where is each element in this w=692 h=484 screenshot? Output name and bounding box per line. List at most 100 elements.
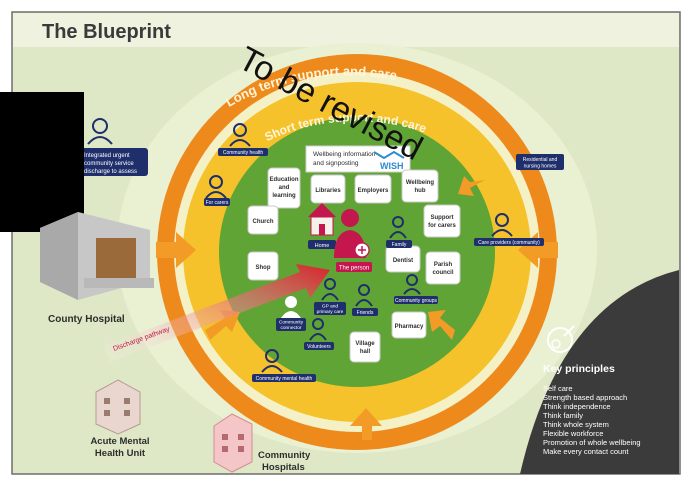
svg-text:For carers: For carers <box>206 200 229 206</box>
svg-text:Care providers (community): Care providers (community) <box>478 240 540 246</box>
svg-text:learning: learning <box>272 193 296 199</box>
care-providers-icon <box>495 213 509 227</box>
home-label: Home <box>315 243 330 249</box>
svg-text:Community mental health: Community mental health <box>256 376 313 382</box>
wish-logo: WISH <box>380 161 404 171</box>
integrated-urgent-icon <box>92 118 108 134</box>
badge-friends: Friends <box>352 284 378 316</box>
gp-icon <box>324 278 336 290</box>
svg-text:Hospitals: Hospitals <box>262 462 305 473</box>
redaction-box <box>0 92 84 232</box>
svg-text:Acute Mental: Acute Mental <box>90 436 149 447</box>
key-icon <box>547 327 573 353</box>
badge-residential: Residential and nursing homes <box>516 154 564 170</box>
svg-text:and: and <box>279 185 290 191</box>
svg-text:Education: Education <box>269 177 298 183</box>
badge-for-carers: For carers <box>204 175 230 206</box>
box-dentist: Dentist <box>385 245 421 273</box>
box-libraries: Libraries <box>310 174 346 204</box>
badge-community-connector: Community connector <box>276 296 306 331</box>
svg-text:Wellbeing: Wellbeing <box>406 180 435 186</box>
svg-text:Integrated urgent: Integrated urgent <box>84 153 130 159</box>
community-boxes: Education and learning Libraries Employe… <box>247 167 461 363</box>
svg-text:council: council <box>432 270 453 276</box>
volunteers-icon <box>312 318 324 330</box>
acute-building-icon <box>95 379 141 435</box>
friends-icon <box>358 284 370 296</box>
svg-text:Flexible workforce: Flexible workforce <box>543 429 603 438</box>
key-principles-panel: Key principles Self care Strength based … <box>520 270 679 474</box>
badge-gp: GP and primary care <box>314 278 346 315</box>
badge-volunteers: Volunteers <box>304 318 334 350</box>
arrow-bottom-left <box>205 310 240 340</box>
svg-text:hub: hub <box>415 188 426 194</box>
person-group: The person <box>334 209 372 272</box>
badge-community-mental-health: Community mental health <box>252 349 316 382</box>
mental-health-icon <box>265 349 279 363</box>
svg-text:Self care: Self care <box>543 384 573 393</box>
svg-text:Pharmacy: Pharmacy <box>395 324 424 330</box>
badge-community-groups: Community groups <box>394 274 438 304</box>
box-wellbeing-hub: Wellbeing hub <box>401 169 439 203</box>
discharge-arrow <box>104 264 330 362</box>
badge-family: Family <box>386 216 412 248</box>
badge-care-providers: Care providers (community) <box>474 213 544 246</box>
key-principles-title: Key principles <box>543 363 615 375</box>
svg-text:Think independence: Think independence <box>543 402 611 411</box>
county-hospital: County Hospital <box>40 212 154 325</box>
svg-text:Church: Church <box>253 219 274 225</box>
svg-text:Make every contact count: Make every contact count <box>543 447 629 456</box>
svg-text:Strength based approach: Strength based approach <box>543 393 627 402</box>
badge-community-health: Community health <box>218 123 268 156</box>
svg-text:Community health: Community health <box>223 150 264 156</box>
svg-text:Community: Community <box>258 450 311 461</box>
arrow-left <box>156 232 196 268</box>
svg-text:Health Unit: Health Unit <box>95 448 146 459</box>
svg-text:Family: Family <box>392 242 407 248</box>
wish-panel <box>305 145 411 173</box>
svg-text:Village: Village <box>355 341 375 347</box>
svg-text:Residential and: Residential and <box>523 157 558 163</box>
svg-text:Libraries: Libraries <box>315 188 341 194</box>
connector-icon <box>285 296 297 308</box>
wish-text-2: and signposting <box>313 160 359 167</box>
person-label: The person <box>339 266 369 272</box>
box-village-hall: Village hall <box>349 331 381 363</box>
box-pharmacy: Pharmacy <box>391 311 427 339</box>
wish-box: Wellbeing information and signposting WI… <box>305 145 411 173</box>
svg-text:Shop: Shop <box>256 265 271 271</box>
title-bar <box>13 13 679 47</box>
svg-text:nursing homes: nursing homes <box>524 164 557 170</box>
svg-text:Dentist: Dentist <box>393 258 413 264</box>
svg-text:hall: hall <box>360 349 371 355</box>
svg-text:Think family: Think family <box>543 411 583 420</box>
svg-text:Volunteers: Volunteers <box>307 344 331 350</box>
acute-mental-health-unit: Acute Mental Health Unit <box>90 379 150 459</box>
family-icon <box>392 216 404 228</box>
community-hospitals: Community Hospitals <box>213 413 311 473</box>
svg-text:Friends: Friends <box>357 310 374 316</box>
svg-text:discharge to assess: discharge to assess <box>84 169 137 175</box>
wish-logo-icon <box>373 150 405 160</box>
svg-text:Support: Support <box>431 215 454 221</box>
for-carers-icon <box>209 175 223 189</box>
box-shop: Shop <box>247 251 279 281</box>
badge-integrated-urgent: Integrated urgent community service disc… <box>70 118 148 176</box>
community-hospital-icon <box>213 413 253 473</box>
house-roof-icon <box>308 203 336 217</box>
svg-text:Promotion of whole wellbeing: Promotion of whole wellbeing <box>543 438 641 447</box>
page-title: The Blueprint <box>42 21 171 43</box>
svg-text:Community groups: Community groups <box>395 298 437 304</box>
home-group: Home <box>308 203 336 249</box>
box-education: Education and learning <box>267 167 301 209</box>
svg-text:for carers: for carers <box>428 223 456 229</box>
arrow-top-right <box>458 176 485 196</box>
svg-text:Parish: Parish <box>434 262 453 268</box>
svg-text:community service: community service <box>84 161 134 167</box>
community-health-icon <box>233 123 247 137</box>
arrow-bottom-right <box>428 310 455 340</box>
svg-text:Employers: Employers <box>358 188 389 194</box>
svg-text:County Hospital: County Hospital <box>48 314 125 325</box>
outer-badges: Community health For carers Community me… <box>70 118 564 382</box>
